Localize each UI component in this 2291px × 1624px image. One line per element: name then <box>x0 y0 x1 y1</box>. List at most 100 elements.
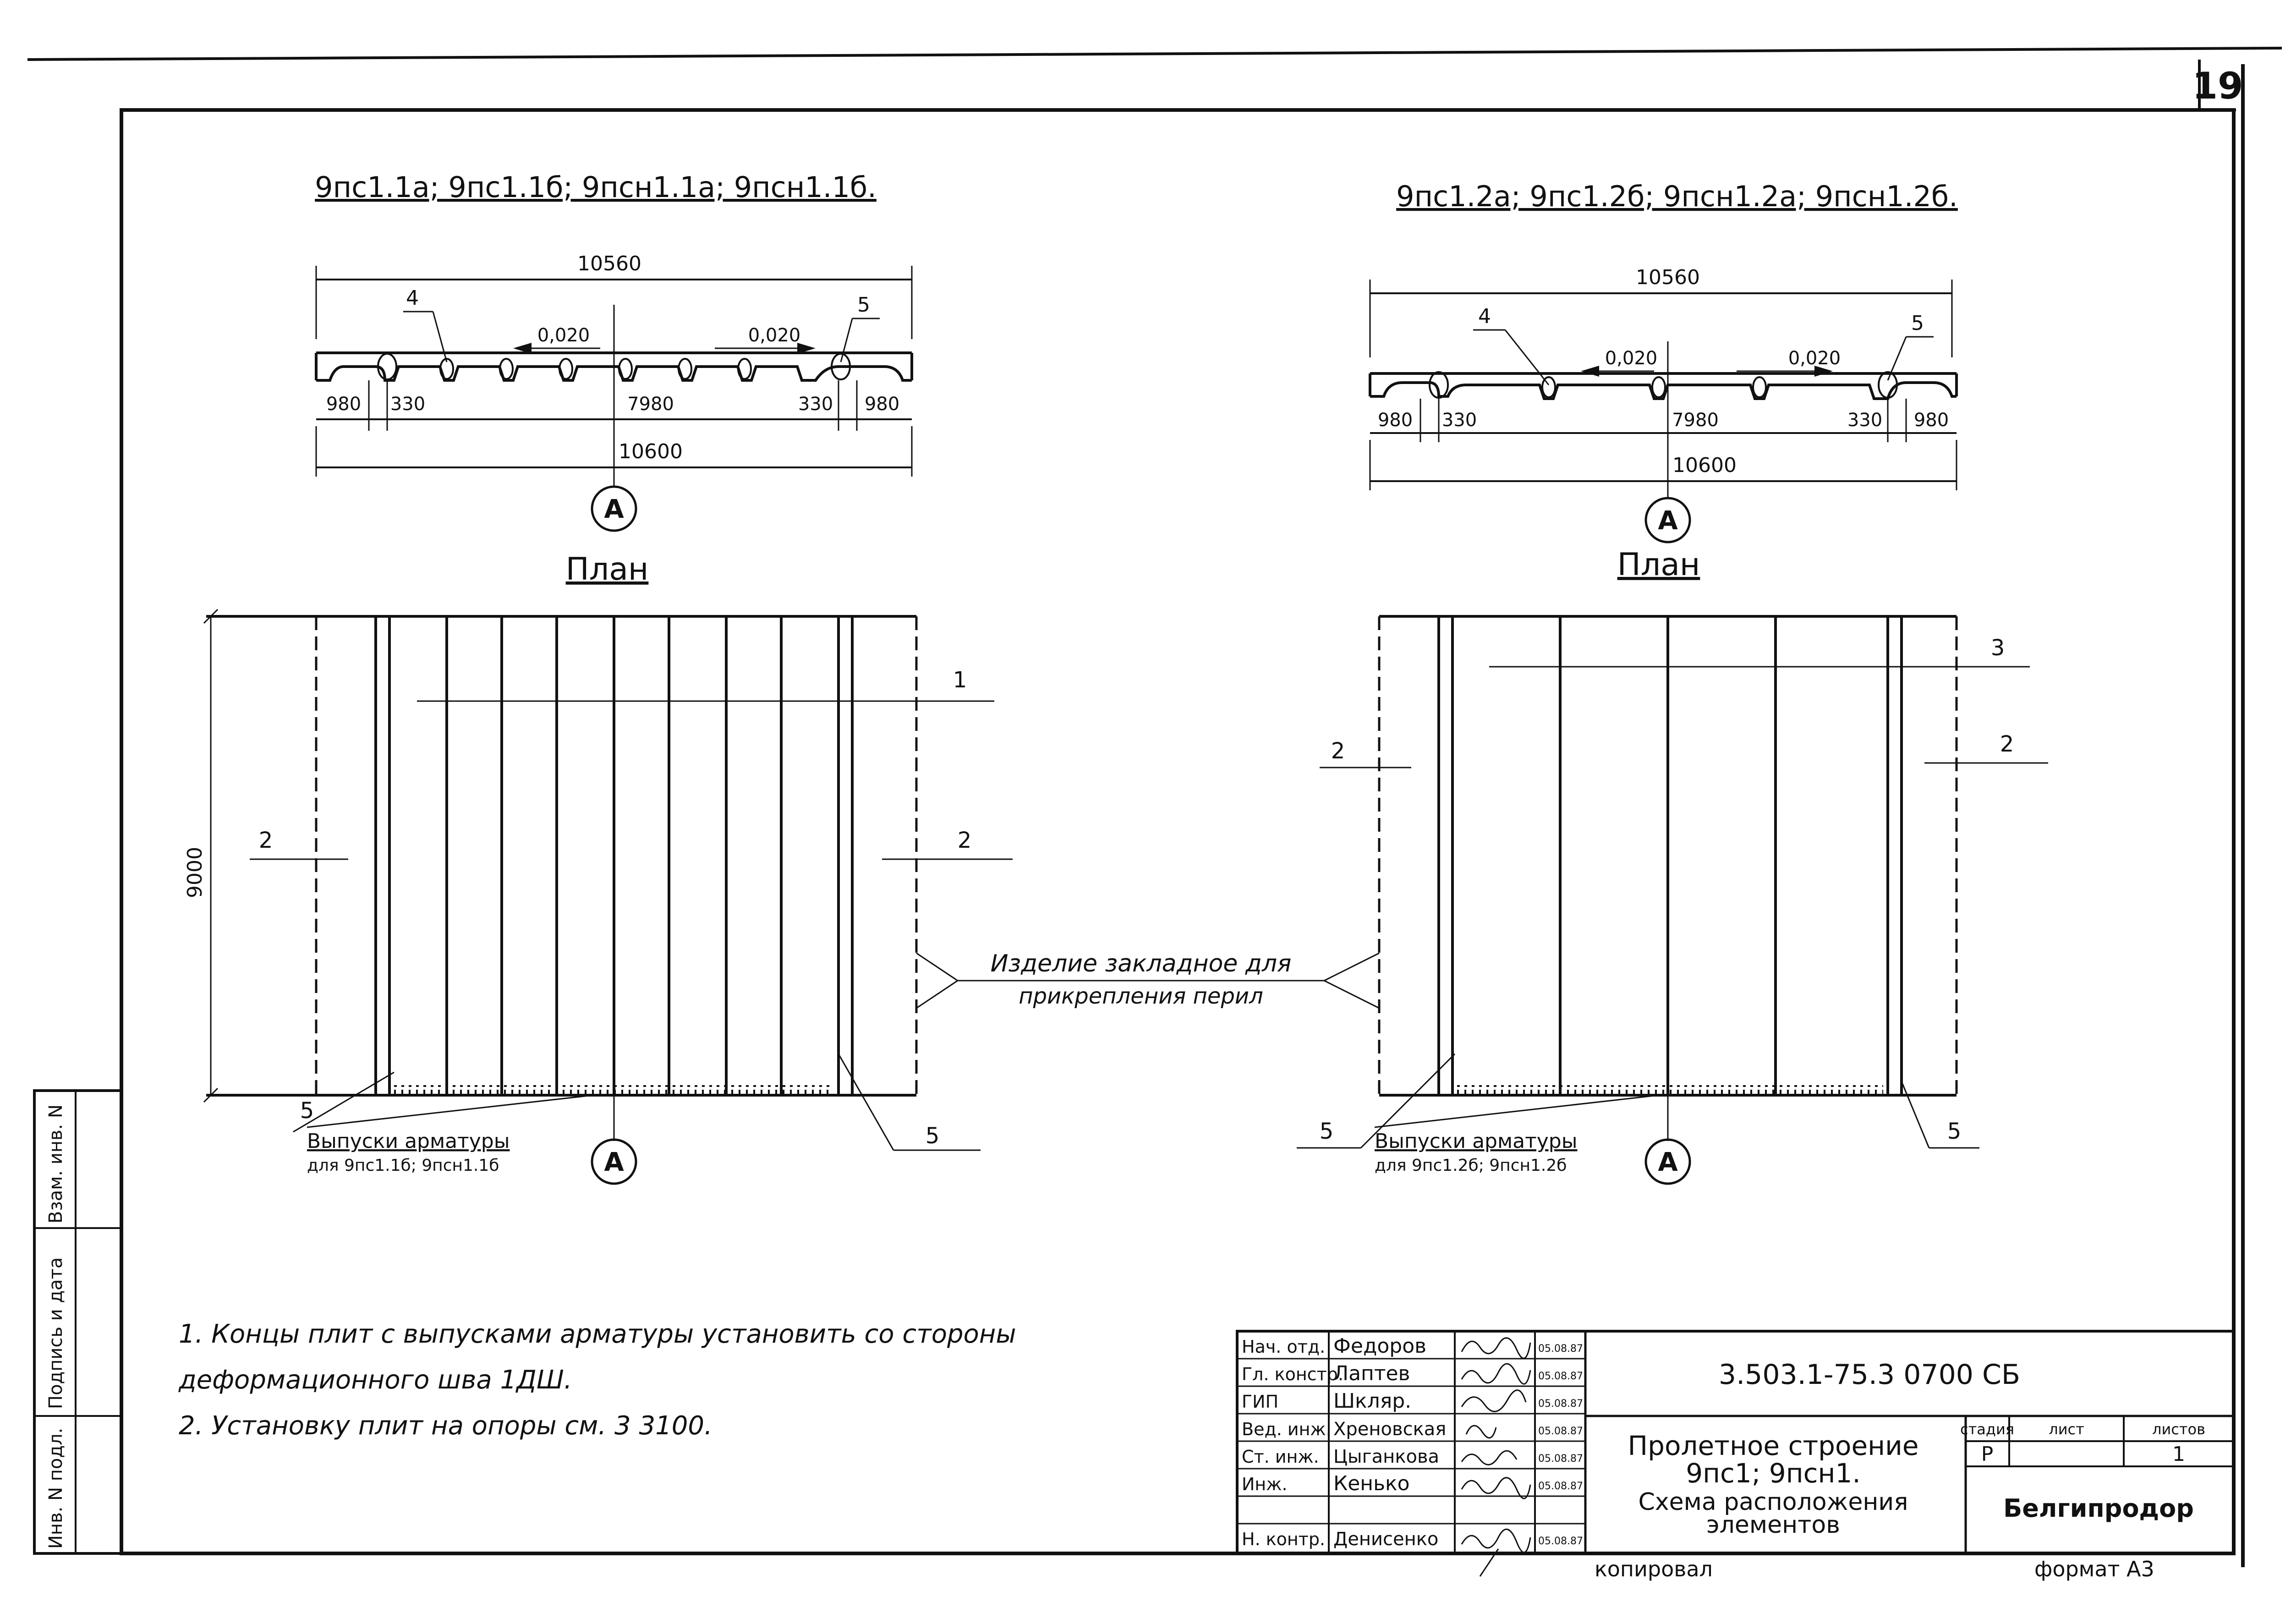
stage-header: стадия <box>1960 1421 2014 1438</box>
right-dim-980a: 980 <box>1378 410 1413 431</box>
right-plan <box>1378 615 2030 1097</box>
left-outlets-sub: для 9пс1.1б; 9псн1.1б <box>307 1156 499 1175</box>
drawing-name-1: Пролетное строение <box>1628 1430 1919 1461</box>
left-title: 9пс1.1а; 9пс1.1б; 9псн1.1а; 9псн1.1б. <box>315 170 877 204</box>
left-dim-330a: 330 <box>390 394 425 415</box>
side-stamp-sign: Подпись и дата <box>45 1257 66 1409</box>
right-title: 9пс1.2а; 9пс1.2б; 9псн1.2а; 9псн1.2б. <box>1396 180 1958 213</box>
right-dim-330a: 330 <box>1442 410 1477 431</box>
drawing-name-2: 9пс1; 9псн1. <box>1686 1458 1861 1489</box>
signer-role-4: Ст. инж. <box>1242 1447 1319 1467</box>
sheets-header: листов <box>2152 1421 2205 1438</box>
left-callout-4: 4 <box>406 286 419 310</box>
signer-date-6: 05.08.87 <box>1538 1536 1583 1547</box>
signature-6 <box>1461 1528 1531 1577</box>
left-callout-5-bl: 5 <box>300 1098 314 1124</box>
embedded-item-callout <box>916 952 1380 1009</box>
signature-3 <box>1465 1425 1497 1439</box>
signature-1 <box>1461 1363 1531 1385</box>
side-stamp-inv: Инв. N подл. <box>45 1428 66 1549</box>
stage-value: Р <box>1981 1443 1994 1466</box>
right-section: 9пс1.2а; 9пс1.2б; 9псн1.2а; 9псн1.2б. 10… <box>1297 180 2048 1185</box>
left-dim-980b: 980 <box>865 394 899 415</box>
signer-name-2: Шкляр. <box>1333 1389 1411 1413</box>
signer-date-5: 05.08.87 <box>1538 1481 1583 1492</box>
note-2: 2. Установку плит на опоры см. 3 3100. <box>179 1411 713 1441</box>
left-callout-1: 1 <box>953 667 967 693</box>
signer-role-0: Нач. отд. <box>1242 1337 1325 1357</box>
left-axis-bottom: А <box>604 1147 624 1177</box>
format-label: формат А3 <box>2034 1557 2154 1581</box>
copied-by: копировал <box>1595 1557 1713 1581</box>
right-overall-bottom: 10600 <box>1672 454 1737 477</box>
right-callout-2-left: 2 <box>1331 738 1345 764</box>
signer-name-5: Кенько <box>1333 1472 1410 1495</box>
left-callout-2-right: 2 <box>958 828 972 853</box>
drawing-name-3: Схема расположения <box>1639 1488 1908 1516</box>
side-stamp <box>33 1089 123 1555</box>
right-dim-980b: 980 <box>1914 410 1949 431</box>
left-dim-330b: 330 <box>798 394 833 415</box>
right-callout-5-bl: 5 <box>1320 1119 1334 1144</box>
side-stamp-repl: Взам. инв. N <box>45 1104 66 1223</box>
left-slope-left: 0,020 <box>537 325 590 346</box>
signer-name-6: Денисенко <box>1333 1529 1438 1550</box>
sheet-number: 19 <box>2192 65 2243 107</box>
left-section: 9пс1.1а; 9пс1.1б; 9псн1.1а; 9псн1.1б. 10… <box>183 170 1013 1185</box>
drawing-name-4: элементов <box>1706 1511 1840 1539</box>
left-callout-2-left: 2 <box>259 828 273 853</box>
sheet-frame <box>27 47 2282 1567</box>
signer-date-2: 05.08.87 <box>1538 1398 1583 1410</box>
signer-role-1: Гл. констр. <box>1242 1364 1343 1384</box>
signer-role-2: ГИП <box>1242 1392 1278 1412</box>
left-axis-top: А <box>604 494 624 524</box>
right-outlets-label: Выпуски арматуры <box>1375 1130 1577 1153</box>
left-slope-right: 0,020 <box>748 325 801 346</box>
right-slope-left-arrow <box>1581 366 1599 377</box>
right-overall-top: 10560 <box>1636 266 1700 289</box>
left-dim-980a: 980 <box>326 394 361 415</box>
note-1: 1. Концы плит с выпусками арматуры устан… <box>179 1319 1016 1349</box>
signer-name-1: Лаптев <box>1333 1362 1410 1385</box>
sheets-value: 1 <box>2172 1443 2185 1466</box>
right-callout-2-right: 2 <box>2000 731 2014 757</box>
right-callout-3: 3 <box>1991 635 2005 661</box>
signer-date-0: 05.08.87 <box>1538 1343 1583 1355</box>
right-plan-title: План <box>1617 547 1700 583</box>
right-slope-right: 0,020 <box>1788 348 1841 369</box>
signer-name-0: Федоров <box>1333 1334 1426 1358</box>
left-overall-bottom: 10600 <box>619 440 683 463</box>
signature-0 <box>1461 1337 1531 1359</box>
left-callout-5-br: 5 <box>926 1123 940 1149</box>
signature-2 <box>1461 1389 1527 1412</box>
left-plan-height: 9000 <box>183 847 207 898</box>
right-dim-7980: 7980 <box>1672 410 1719 431</box>
drawing-code: 3.503.1-75.3 0700 СБ <box>1719 1359 2020 1391</box>
right-dim-330b: 330 <box>1847 410 1882 431</box>
signer-role-3: Вед. инж. <box>1242 1419 1332 1439</box>
right-callout-5: 5 <box>1911 312 1924 335</box>
right-deck-profile <box>1369 372 1958 400</box>
left-slope-right-arrow <box>797 343 816 354</box>
signer-date-1: 05.08.87 <box>1538 1371 1583 1382</box>
left-plan <box>203 609 994 1103</box>
left-slope-left-arrow <box>513 343 532 354</box>
left-dim-7980: 7980 <box>627 394 674 415</box>
signer-role-6: Н. контр. <box>1242 1529 1325 1549</box>
right-axis-top: А <box>1658 506 1678 536</box>
org-name: Белгипродор <box>2003 1494 2194 1523</box>
note-1-cont: деформационного шва 1ДШ. <box>178 1365 572 1395</box>
signer-name-3: Хреновская <box>1333 1419 1446 1440</box>
left-overall-top: 10560 <box>577 252 641 275</box>
embedded-item-line2: прикрепления перил <box>1019 983 1263 1009</box>
right-callout-4: 4 <box>1478 305 1491 328</box>
signer-date-3: 05.08.87 <box>1538 1426 1583 1437</box>
signature-4 <box>1461 1450 1518 1465</box>
right-deck-voids <box>1429 371 1898 399</box>
right-slope-left: 0,020 <box>1605 348 1658 369</box>
signer-date-4: 05.08.87 <box>1538 1453 1583 1465</box>
left-deck-voids <box>377 353 851 380</box>
left-plan-title: План <box>566 551 649 587</box>
right-callout-5-br: 5 <box>1947 1119 1962 1144</box>
